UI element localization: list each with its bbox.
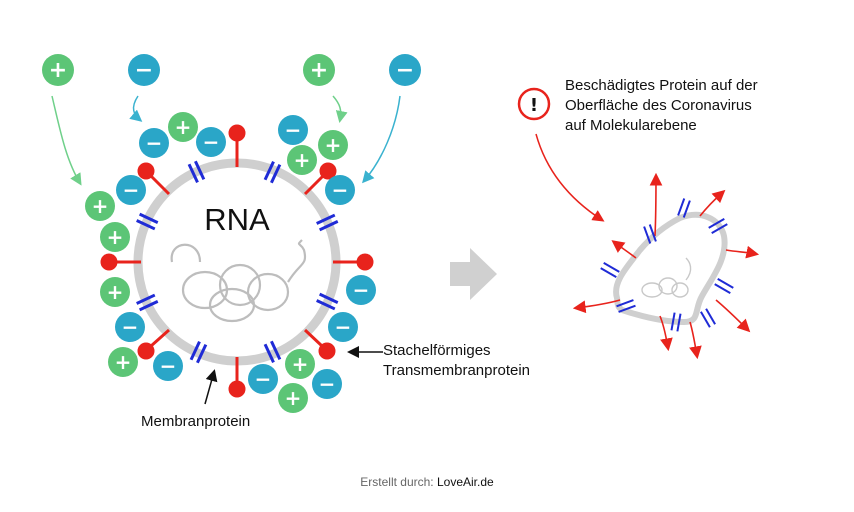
negative-ion-icon: − (128, 54, 160, 86)
membrane-protein (136, 212, 159, 231)
positive-ion-icon: + (278, 383, 308, 413)
negative-ion-icon: − (325, 175, 355, 205)
damaged-protein-caption: Beschädigtes Protein auf der Oberfläche … (565, 76, 758, 136)
negative-ion-icon: − (346, 275, 376, 305)
positive-ion-icon: + (100, 277, 130, 307)
svg-text:+: + (92, 194, 109, 218)
footer-prefix: Erstellt durch: (360, 475, 437, 489)
positive-ion-icon: + (285, 349, 315, 379)
spike-protein (333, 253, 374, 271)
positive-ion-icon: + (108, 347, 138, 377)
damaged-spikes (572, 172, 760, 360)
spike-label-line2: Transmembranprotein (383, 362, 531, 379)
warning-line2: Oberfläche des Coronavirus (565, 97, 752, 114)
svg-text:+: + (49, 58, 67, 83)
svg-text:−: − (285, 118, 302, 142)
damaged-membrane-proteins (600, 198, 734, 332)
ions: + − + − − − − − − − − − − − − + + + + + … (42, 54, 421, 413)
positive-ion-icon: + (318, 130, 348, 160)
negative-ion-icon: − (389, 54, 421, 86)
warning-line3: auf Molekularebene (565, 117, 697, 134)
membrane-proteins (136, 160, 339, 364)
svg-text:+: + (107, 225, 124, 249)
svg-text:−: − (122, 315, 139, 339)
positive-ion-icon: + (85, 191, 115, 221)
svg-text:−: − (255, 367, 272, 391)
transition-arrow-icon (450, 248, 497, 300)
negative-ion-icon: − (139, 128, 169, 158)
svg-text:+: + (107, 280, 124, 304)
negative-ion-icon: − (153, 351, 183, 381)
svg-text:+: + (285, 386, 302, 410)
spike-protein (100, 253, 141, 271)
damaged-envelope (613, 211, 728, 326)
svg-text:−: − (319, 372, 336, 396)
spike-proteins (100, 124, 374, 398)
membrane-protein (263, 161, 282, 184)
positive-ion-icon: + (100, 222, 130, 252)
positive-ion-icon: + (168, 112, 198, 142)
damaged-virus (572, 172, 760, 360)
svg-text:+: + (175, 115, 192, 139)
negative-ion-icon: − (312, 369, 342, 399)
negative-ion-icon: − (278, 115, 308, 145)
intact-virus: RNA (100, 124, 374, 398)
footer-brand-link[interactable]: LoveAir.de (436, 475, 494, 489)
svg-text:−: − (123, 178, 140, 202)
spike-protein (137, 328, 170, 360)
positive-ion-icon: + (42, 54, 74, 86)
positive-ion-icon: + (287, 145, 317, 175)
svg-text:−: − (203, 130, 220, 154)
negative-ion-icon: − (115, 312, 145, 342)
negative-ion-icon: − (116, 175, 146, 205)
exclamation-icon: ! (517, 87, 551, 121)
membrane-protein (187, 160, 206, 183)
approach-arrows (51, 95, 401, 186)
negative-ion-icon: − (196, 127, 226, 157)
spike-protein-label: Stachelförmiges Transmembranprotein (383, 341, 530, 381)
spike-protein (228, 357, 246, 398)
spike-label-line1: Stachelförmiges (383, 342, 491, 359)
negative-ion-icon: − (248, 364, 278, 394)
svg-text:+: + (115, 350, 132, 374)
rna-label: RNA (204, 202, 270, 237)
svg-text:!: ! (530, 95, 538, 116)
membrane-protein (189, 341, 208, 364)
spike-protein (303, 162, 337, 196)
spike-protein (303, 328, 336, 360)
svg-text:−: − (146, 131, 163, 155)
rna-strand (170, 239, 307, 323)
spike-protein (137, 162, 171, 196)
svg-text:−: − (135, 58, 153, 83)
positive-ion-icon: + (303, 54, 335, 86)
membrane-protein (263, 340, 282, 363)
warning-line1: Beschädigtes Protein auf der (565, 77, 758, 94)
membrane-protein-label: Membranprotein (141, 413, 251, 430)
svg-text:+: + (325, 133, 342, 157)
svg-text:+: + (292, 352, 309, 376)
svg-text:−: − (160, 354, 177, 378)
membrane-protein (316, 292, 339, 311)
damage-pointer-arrow (535, 133, 605, 222)
svg-text:−: − (353, 278, 370, 302)
svg-text:−: − (335, 315, 352, 339)
membrane-protein (316, 213, 339, 232)
svg-text:+: + (294, 148, 311, 172)
membrane-protein (136, 293, 159, 312)
spike-protein (228, 124, 246, 167)
damaged-rna-strand (641, 257, 692, 298)
membrane-pointer-arrow (204, 369, 218, 405)
svg-text:−: − (396, 58, 414, 83)
svg-text:+: + (310, 58, 328, 83)
footer-credit: Erstellt durch: LoveAir.de (0, 475, 854, 489)
negative-ion-icon: − (328, 312, 358, 342)
svg-text:−: − (332, 178, 349, 202)
